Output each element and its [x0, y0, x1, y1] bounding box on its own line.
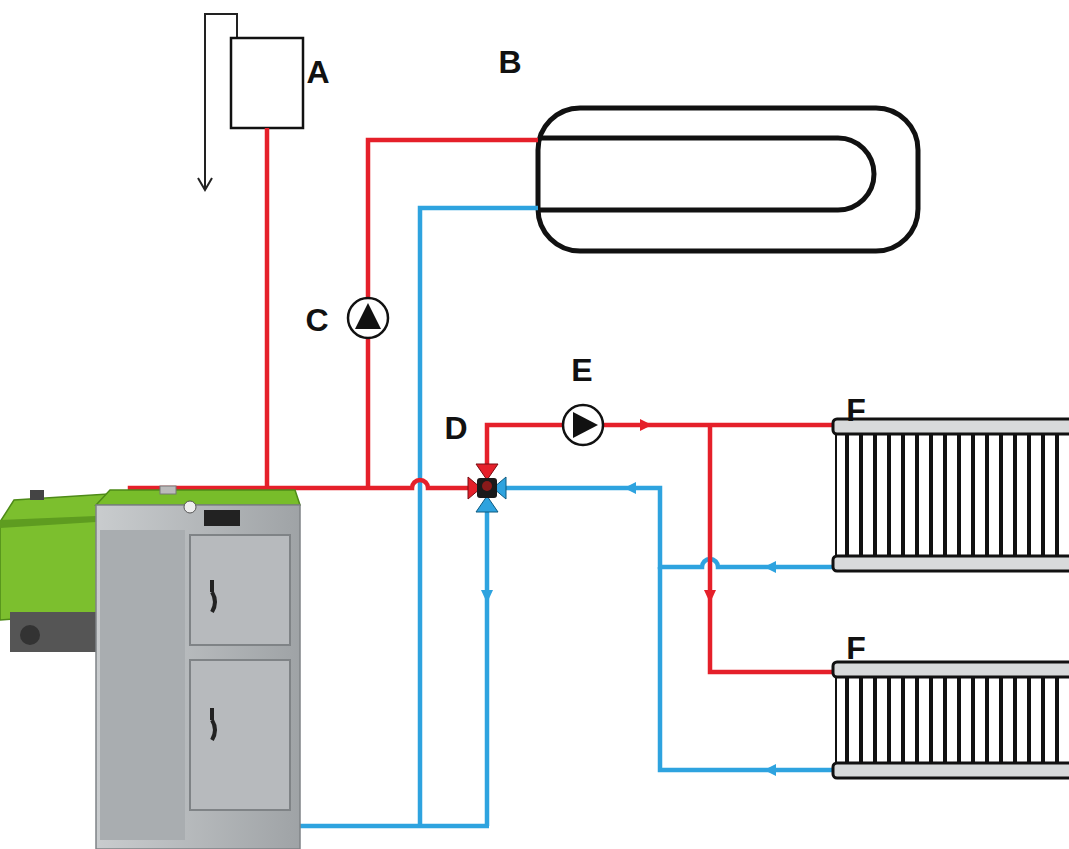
- radiator: [833, 419, 1069, 571]
- upper-door: [190, 535, 290, 645]
- radiator-header: [833, 662, 1069, 677]
- flow-pipe: [265, 128, 270, 488]
- radiator-header: [833, 419, 1069, 434]
- hot-water-cylinder: [538, 108, 918, 251]
- boiler: [0, 486, 300, 849]
- cylinder-shell: [538, 108, 918, 251]
- return-pipe: [298, 824, 489, 829]
- flow-arrow: [481, 590, 493, 603]
- radiator: [833, 662, 1069, 778]
- callout-letter: E: [571, 354, 592, 386]
- return-pipe: [506, 488, 833, 567]
- radiator-header: [833, 763, 1069, 778]
- flow-arrow: [764, 561, 776, 573]
- valve-knob: [482, 481, 492, 491]
- vent-outlet: [198, 178, 212, 190]
- callout-letter: D: [444, 412, 467, 444]
- pump-triangle: [355, 303, 381, 329]
- lower-door: [190, 660, 290, 810]
- callout-letter: B: [498, 46, 521, 78]
- return-pipes: [298, 208, 833, 826]
- flow-arrow: [764, 764, 776, 776]
- flow-arrows: [481, 482, 776, 776]
- return-pipe: [420, 208, 538, 826]
- mixing-valve: [468, 464, 506, 512]
- boiler-body: [96, 505, 300, 849]
- callout-letter: F: [846, 632, 866, 664]
- flow-arrow: [624, 482, 636, 494]
- fuel-hopper: [0, 494, 108, 620]
- valve-port: [476, 464, 498, 480]
- tank-body: [231, 38, 303, 128]
- radiator-fins: [836, 434, 1069, 556]
- flow-arrow: [704, 590, 716, 603]
- flow-pipes: [130, 128, 833, 672]
- return-pipe: [660, 567, 833, 770]
- gauge: [184, 501, 196, 513]
- flow-pipe: [710, 425, 833, 672]
- boiler-top: [96, 490, 300, 505]
- door-handle: [212, 708, 215, 740]
- pump-body: [348, 298, 388, 338]
- valve-actuator: [477, 478, 497, 498]
- flue-outlet: [160, 486, 176, 494]
- pump-body: [563, 405, 603, 445]
- flow-arrows: [640, 419, 716, 603]
- flow-pipe: [368, 140, 538, 488]
- flow-arrow: [640, 419, 652, 431]
- callout-letter: C: [305, 304, 328, 336]
- callout-letter: F: [846, 394, 866, 426]
- heating-coil: [538, 138, 874, 210]
- burner-feed: [10, 612, 96, 652]
- return-pipe: [485, 505, 490, 826]
- callout-letter: A: [306, 56, 329, 88]
- door-handle: [212, 580, 215, 612]
- hopper-handle: [30, 490, 44, 500]
- pump: [348, 298, 388, 338]
- valve-port: [476, 496, 498, 512]
- pump-triangle: [573, 412, 598, 438]
- hopper-lid-edge: [0, 516, 96, 528]
- side-panel: [100, 530, 185, 840]
- feed-motor: [20, 625, 40, 645]
- radiator-header: [833, 556, 1069, 571]
- radiator-fins: [836, 677, 1069, 765]
- expansion-tank: [198, 14, 303, 190]
- flow-pipe: [487, 425, 833, 470]
- control-panel: [204, 510, 240, 526]
- pump: [563, 405, 603, 445]
